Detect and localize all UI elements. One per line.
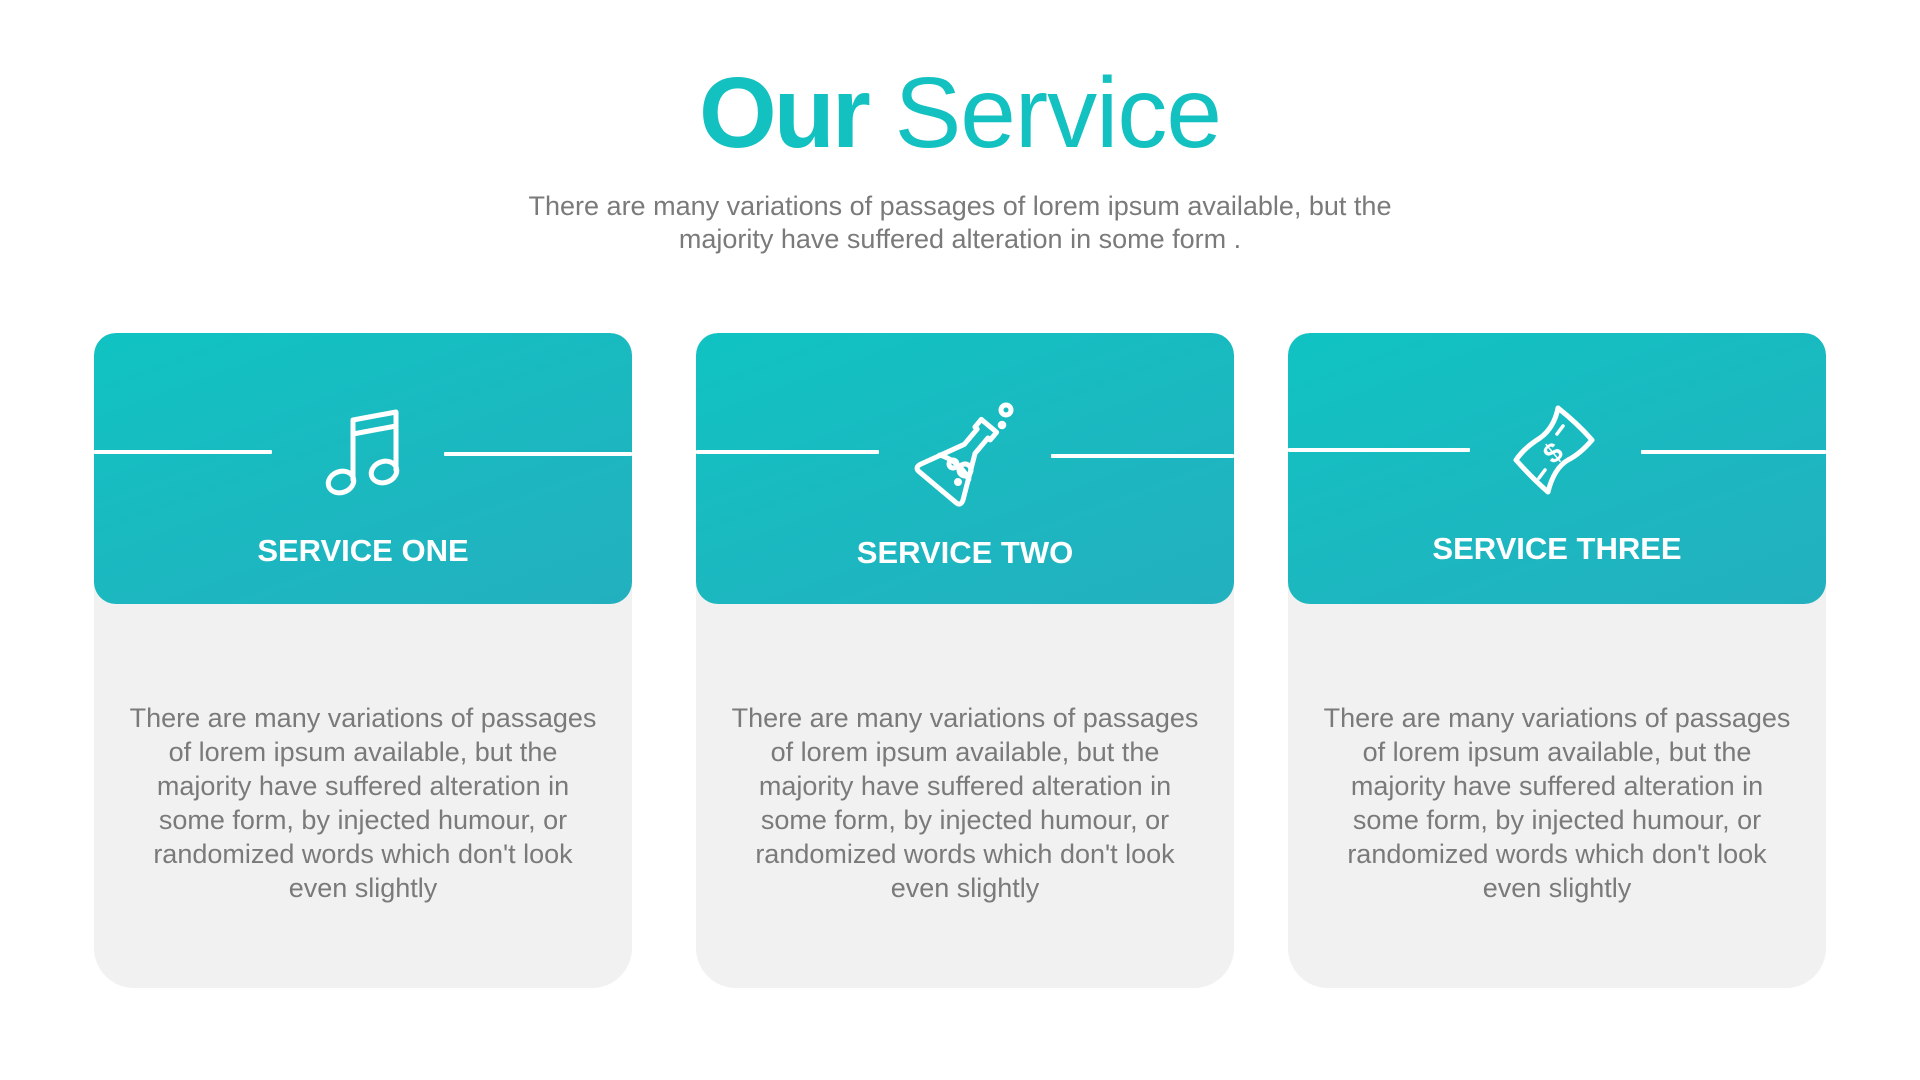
service-card-header: SERVICE ONE (94, 333, 632, 604)
divider-line-left (94, 450, 272, 454)
music-note-icon (308, 398, 418, 508)
service-description: There are many variations of passages of… (731, 703, 1199, 903)
divider-line-left (696, 450, 879, 454)
title-bold: Our (698, 57, 871, 169)
service-title: SERVICE THREE (1432, 531, 1682, 566)
service-title: SERVICE TWO (856, 535, 1074, 570)
flask-icon (910, 398, 1020, 508)
service-card-three: $ SERVICE THREE There are many variation… (1288, 333, 1826, 988)
money-bill-icon: $ (1502, 398, 1612, 508)
divider-line-left (1288, 448, 1470, 452)
subtitle-line-1: There are many variations of passages of… (528, 191, 1392, 221)
service-title: SERVICE ONE (257, 533, 469, 568)
divider-line-right (1051, 454, 1234, 458)
service-card-one: SERVICE ONE There are many variations of… (94, 333, 632, 988)
service-description: There are many variations of passages of… (129, 703, 597, 903)
service-card-two: SERVICE TWO There are many variations of… (696, 333, 1234, 988)
subtitle-line-2: majority have suffered alteration in som… (678, 224, 1242, 254)
page-subtitle: There are many variations of passages of… (460, 190, 1460, 256)
service-description: There are many variations of passages of… (1323, 703, 1791, 903)
service-card-header: SERVICE TWO (696, 333, 1234, 604)
service-card-header: $ SERVICE THREE (1288, 333, 1826, 604)
title-light: Service (894, 57, 1222, 169)
page-title: Our Service (0, 58, 1920, 168)
divider-line-right (1641, 450, 1826, 454)
divider-line-right (444, 452, 632, 456)
